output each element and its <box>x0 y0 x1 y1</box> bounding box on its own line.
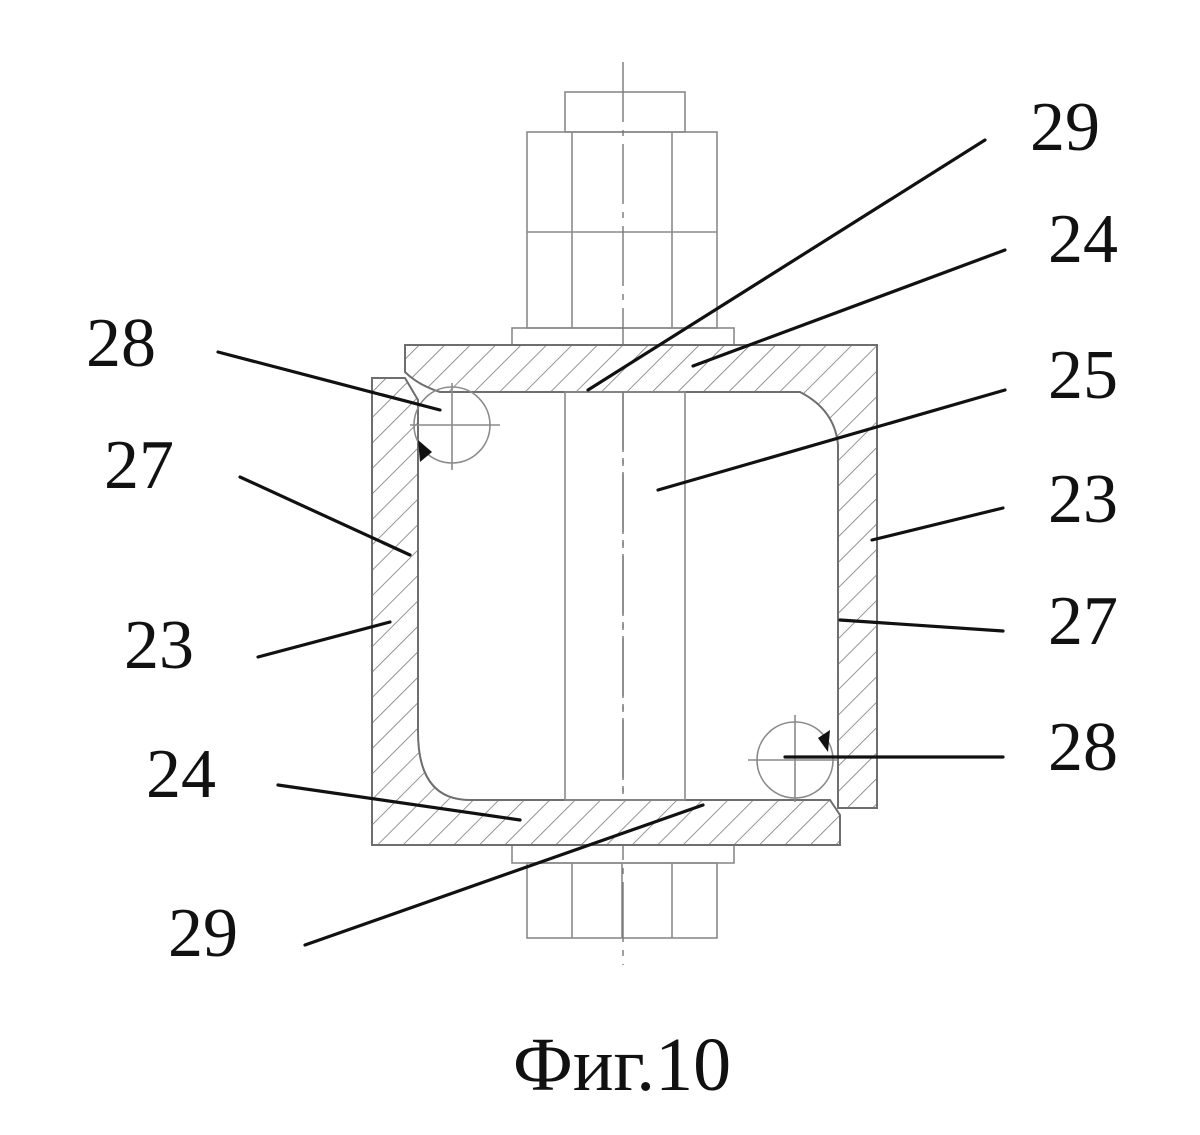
label-29-top: 29 <box>1030 89 1100 166</box>
label-27-left: 27 <box>104 427 174 504</box>
figure-caption: Фиг.10 <box>513 1023 731 1107</box>
weld-mark-right <box>818 730 830 752</box>
top-nut <box>526 131 718 329</box>
label-25: 25 <box>1048 337 1118 414</box>
upper-channel-profile <box>404 344 878 809</box>
label-23-left: 23 <box>124 607 194 684</box>
weld-mark-left <box>418 440 432 462</box>
label-24-top: 24 <box>1048 201 1118 278</box>
label-23-right: 23 <box>1048 461 1118 538</box>
label-27-right: 27 <box>1048 583 1118 660</box>
label-28-right: 28 <box>1048 709 1118 786</box>
label-28-left: 28 <box>86 305 156 382</box>
label-24-bottom: 24 <box>146 736 216 813</box>
lower-channel-profile <box>371 377 841 846</box>
leader-lines <box>216 138 1007 947</box>
bolt-end <box>564 91 686 133</box>
bolt-shank <box>564 391 686 801</box>
label-29-bottom: 29 <box>168 895 238 972</box>
